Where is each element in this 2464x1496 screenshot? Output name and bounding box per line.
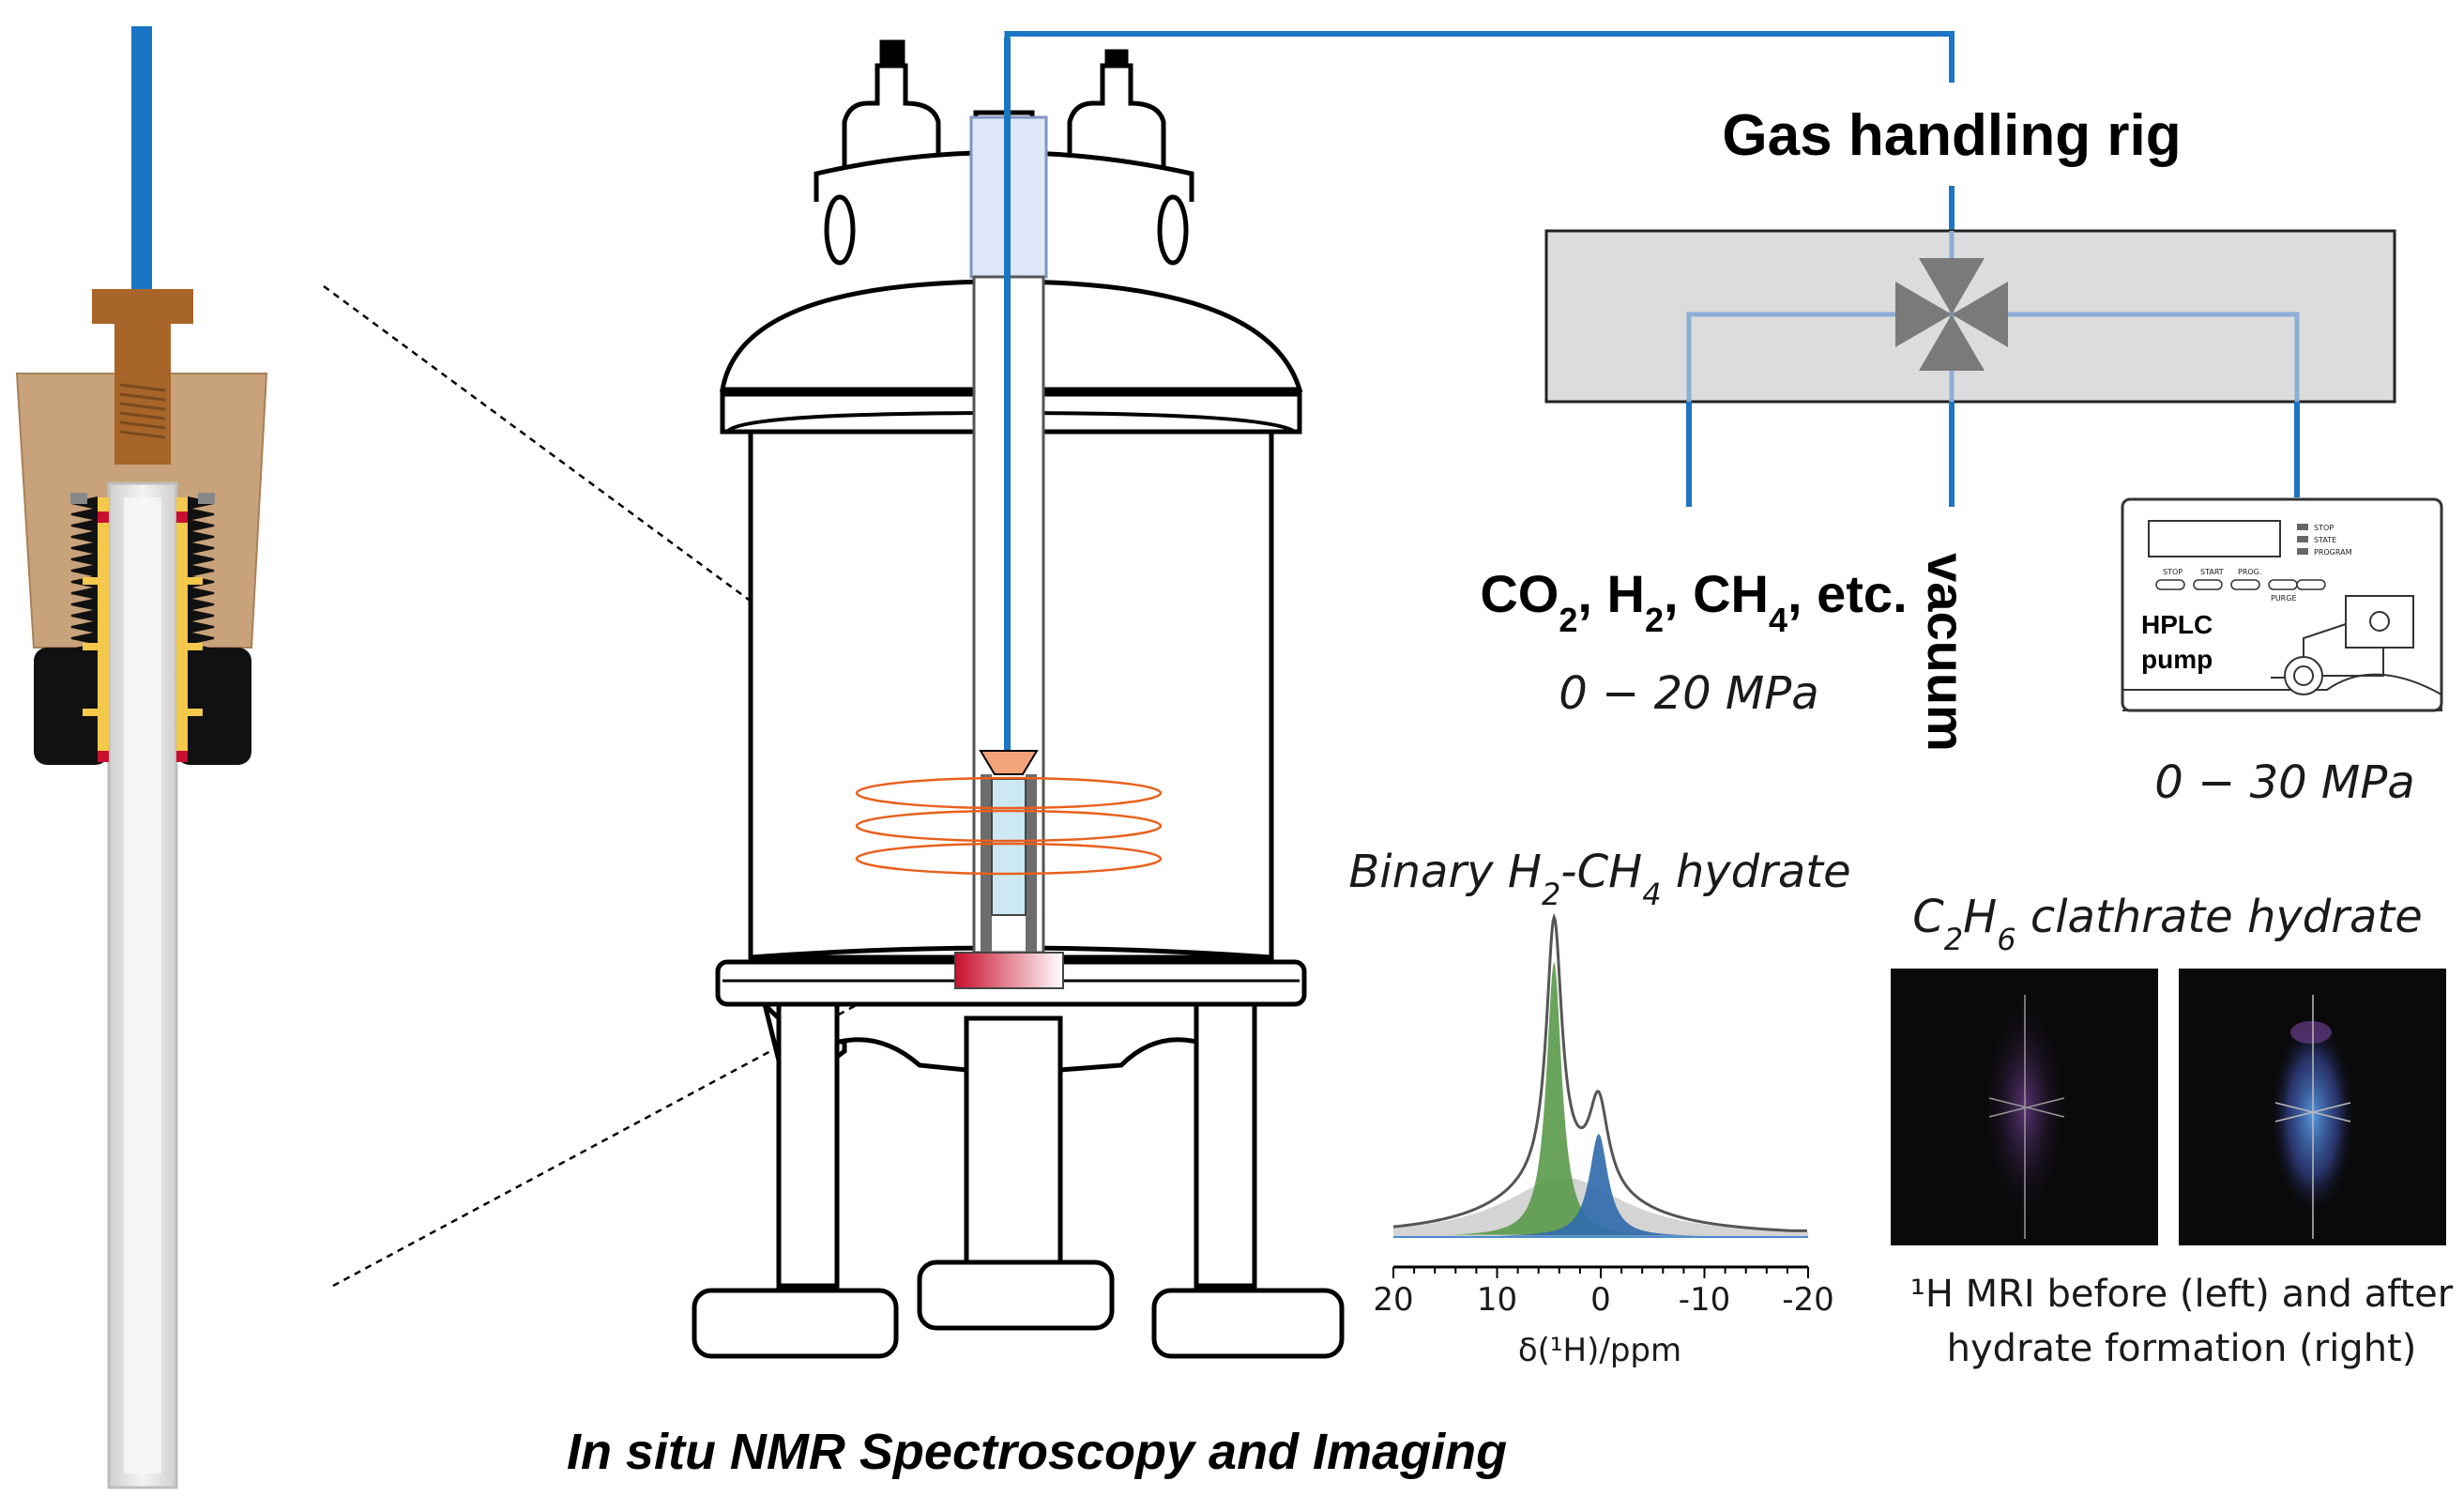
subscript: 2 xyxy=(1542,877,1560,912)
text-part: CO xyxy=(1480,564,1559,623)
thread-line xyxy=(119,411,166,420)
text-part: , H xyxy=(1577,564,1645,623)
text-part: -CH xyxy=(1560,846,1642,898)
mri-caption-line1: ¹H MRI before (left) and after xyxy=(1910,1273,2454,1316)
tick-label: 0 xyxy=(1590,1281,1611,1319)
seal-left xyxy=(98,497,109,751)
thread-line xyxy=(119,430,166,439)
pump-label-line1: HPLC xyxy=(2141,610,2213,639)
pump-button-prog: PROG. xyxy=(2238,568,2261,576)
nmr-spectrum-chart: Binary H2-CH4 hydrate 20 10 0 -10 -20 δ(¹H)/… xyxy=(1348,846,1850,1369)
seal-rings xyxy=(98,511,188,762)
pump-purge-label: PURGE xyxy=(2271,594,2297,603)
vacuum-label: vacuum xyxy=(1917,553,1976,752)
gas-inlet-line xyxy=(131,26,152,308)
rig-label: Gas handling rig xyxy=(1722,103,2181,168)
pump-pressure: 0 − 30 MPa xyxy=(2154,756,2414,809)
seal-tabs xyxy=(83,577,203,716)
subscript: 2 xyxy=(1944,922,1963,957)
pump-label-line2: pump xyxy=(2141,645,2213,674)
tick-label: -10 xyxy=(1679,1281,1731,1319)
subscript: 4 xyxy=(1642,877,1661,912)
gas-pressure: 0 − 20 MPa xyxy=(1559,667,1818,720)
pump-button-start: START xyxy=(2200,568,2224,576)
gas-line-top xyxy=(1004,31,1954,83)
probe-gas-line xyxy=(1004,38,1011,751)
subscript: 2 xyxy=(1645,601,1664,639)
subscript: 6 xyxy=(1997,922,2015,957)
total-spectrum-line xyxy=(1392,912,1807,1232)
main-title: In situ NMR Spectroscopy and Imaging xyxy=(567,1424,1507,1480)
locknut-right xyxy=(176,648,251,765)
mri-caption-line2: hydrate formation (right) xyxy=(1947,1327,2417,1370)
text-part: , etc. xyxy=(1787,564,1908,623)
pump-button-stop: STOP xyxy=(2163,568,2183,576)
pump-indicator-state: STATE xyxy=(2314,536,2336,544)
mri-panel: C2H6 clathrate hydrate ¹H MRI before (le… xyxy=(1891,891,2454,1370)
tick-label: -20 xyxy=(1782,1281,1834,1319)
rf-coil xyxy=(855,776,1163,876)
spectrum-plot xyxy=(1392,912,1808,1238)
thread-line xyxy=(119,420,166,430)
text-part: , CH xyxy=(1664,564,1769,623)
blue-peak xyxy=(1495,1134,1703,1236)
text-part: Binary H xyxy=(1348,846,1542,898)
subscript: 2 xyxy=(1559,601,1577,639)
locknut-left xyxy=(34,648,109,765)
pressure-cell-detail xyxy=(15,26,268,1489)
spectrum-xlabel: δ(¹H)/ppm xyxy=(1518,1332,1681,1369)
thread-line xyxy=(119,392,166,402)
nmr-probe-insert xyxy=(855,38,1163,989)
subscript: 4 xyxy=(1769,601,1787,639)
thread-pattern xyxy=(119,383,166,439)
gas-list: CO2, H2, CH4, etc. xyxy=(1480,564,1907,639)
tick-label: 10 xyxy=(1477,1281,1517,1319)
hplc-pump-icon: STOP STATE PROGRAM STOP START PROG. PURG… xyxy=(2121,497,2443,712)
tick-label: 20 xyxy=(1373,1281,1413,1319)
thread-line xyxy=(119,402,166,411)
text-part: H xyxy=(1963,891,1997,943)
thread-line xyxy=(119,383,166,392)
pump-indicator-program: PROGRAM xyxy=(2314,548,2352,557)
spectrum-title: Binary H2-CH4 hydrate xyxy=(1348,846,1850,912)
seal-right xyxy=(176,497,188,751)
text-part: hydrate xyxy=(1662,846,1851,898)
gas-handling-rig: Gas handling rig CO2, H2, CH4, etc. 0 − … xyxy=(1480,103,2443,809)
text-part: clathrate hydrate xyxy=(2016,891,2423,943)
pump-indicator-stop: STOP xyxy=(2314,524,2334,532)
spectrum-ticks: 20 10 0 -10 -20 xyxy=(1373,1267,1834,1319)
text-part: C xyxy=(1912,891,1944,943)
mri-title: C2H6 clathrate hydrate xyxy=(1912,891,2423,957)
four-way-valve-icon xyxy=(1895,258,2008,371)
green-peak xyxy=(1450,961,1658,1235)
